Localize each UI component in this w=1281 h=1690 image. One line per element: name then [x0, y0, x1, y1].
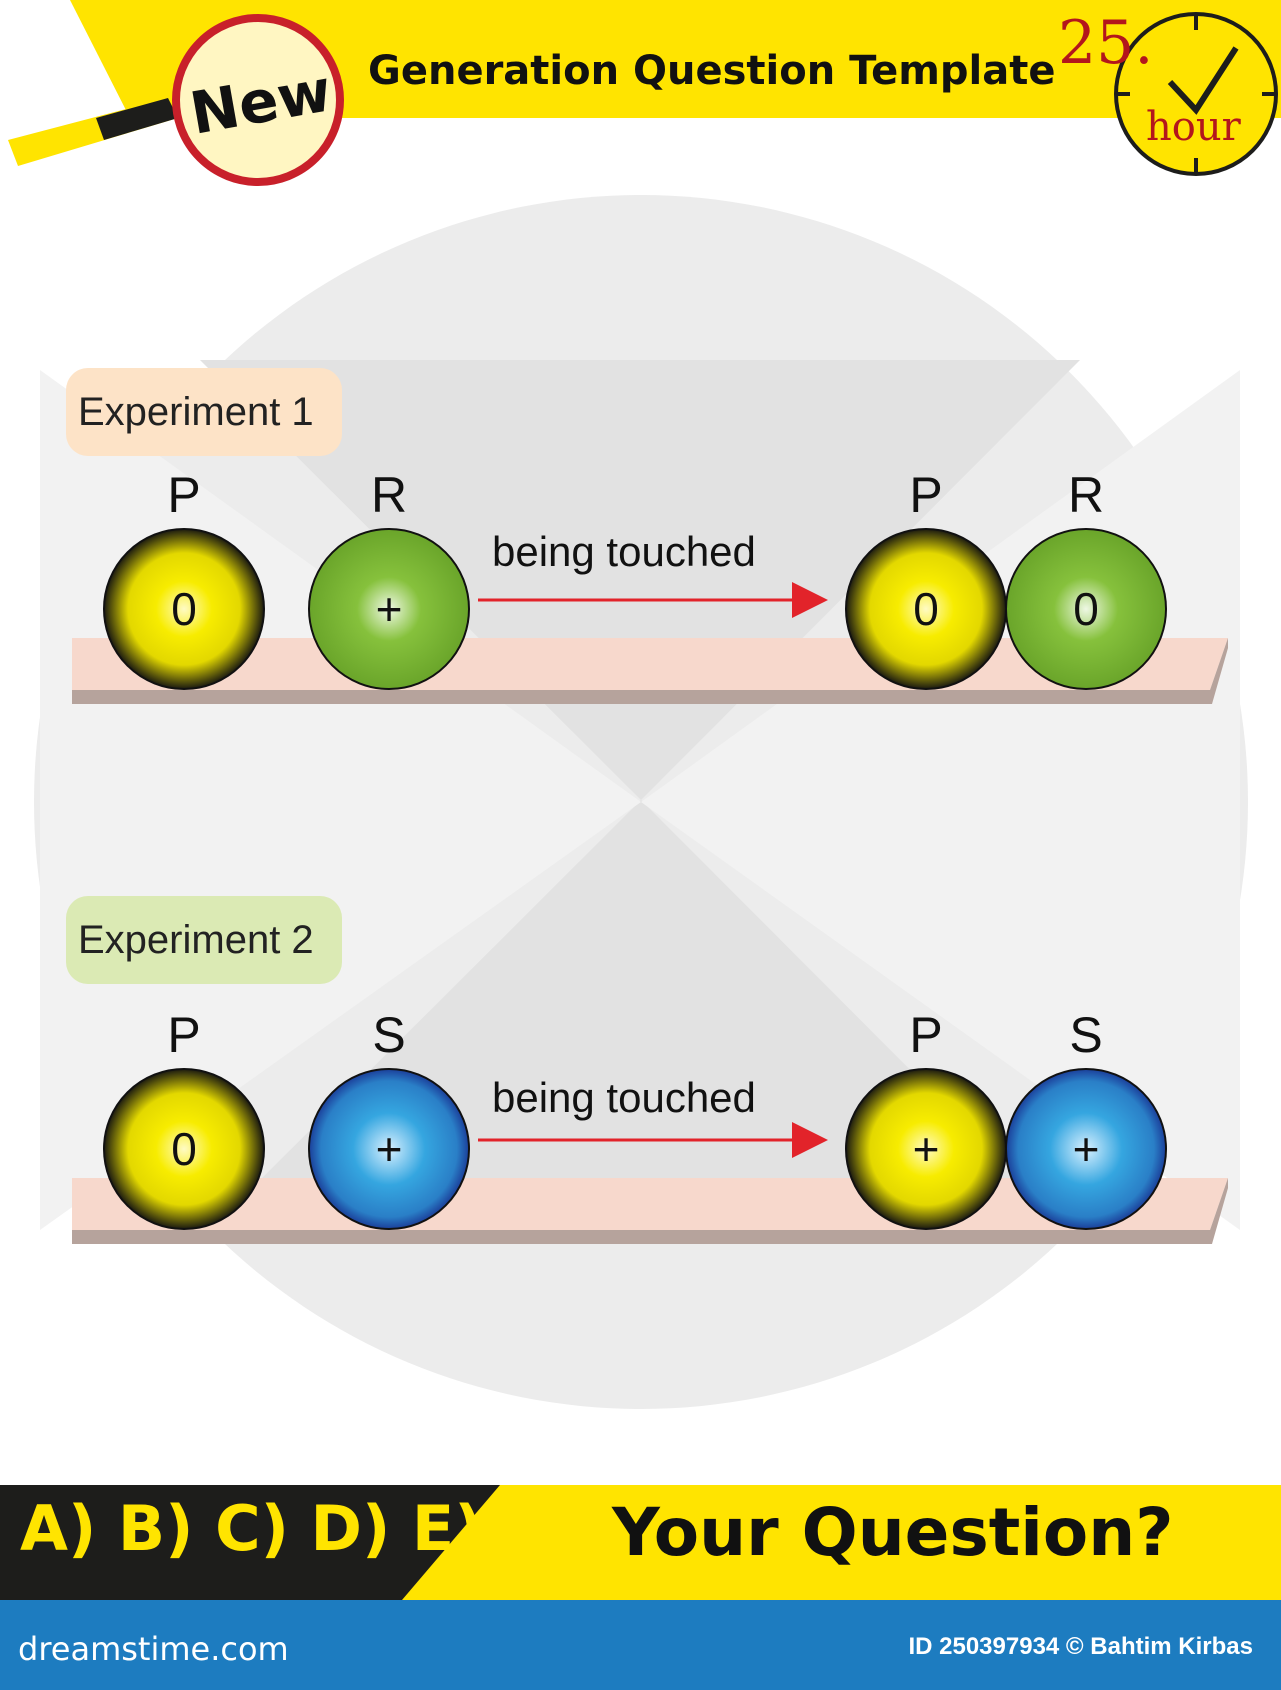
ball-charge: +: [375, 1123, 403, 1175]
ball-name: P: [909, 1007, 943, 1063]
question-text: Your Question?: [612, 1494, 1174, 1571]
ball-r-after-1: [1005, 528, 1167, 690]
ball-charge: +: [375, 583, 403, 635]
answer-options: A) B) C) D) E): [20, 1492, 483, 1565]
experiment-2-label: Experiment 2: [78, 918, 314, 962]
magnifier-icon: [172, 14, 344, 186]
header-band: [70, 0, 1281, 118]
page-title: Generation Question Template: [368, 48, 1056, 94]
ball-name: P: [167, 467, 201, 523]
image-credit: ID 250397934 © Bahtim Kirbas: [908, 1633, 1253, 1660]
ball-r-before-1: [308, 528, 470, 690]
site-name: dreamstime.com: [18, 1630, 289, 1668]
ball-s-before-2: [308, 1068, 470, 1230]
ball-name: R: [370, 467, 408, 523]
ball-charge: 0: [171, 583, 197, 635]
ball-p-before-2: [103, 1068, 265, 1230]
ball-charge: 0: [913, 583, 939, 635]
ball-name: S: [1069, 1007, 1103, 1063]
action-label: being touched: [492, 528, 756, 575]
answers-band: [0, 1485, 500, 1600]
ball-name: R: [1067, 467, 1105, 523]
footer-band: [0, 1600, 1281, 1690]
ball-charge: 0: [1073, 583, 1099, 635]
ball-s-after-2: [1005, 1068, 1167, 1230]
ball-name: P: [909, 467, 943, 523]
check-icon: [1167, 46, 1239, 115]
ball-name: P: [167, 1007, 201, 1063]
ball-charge: +: [1072, 1123, 1100, 1175]
experiment-1-label-bg: [66, 368, 342, 456]
ball-p-before-1: [103, 528, 265, 690]
ball-charge: +: [912, 1123, 940, 1175]
ball-charge: 0: [171, 1123, 197, 1175]
experiment-1-label: Experiment 1: [78, 390, 314, 434]
ball-name: S: [372, 1007, 406, 1063]
action-label: being touched: [492, 1074, 756, 1121]
clock-number: 25.: [1058, 8, 1154, 78]
clock-unit: hour: [1146, 104, 1241, 150]
experiment-2-label-bg: [66, 896, 342, 984]
